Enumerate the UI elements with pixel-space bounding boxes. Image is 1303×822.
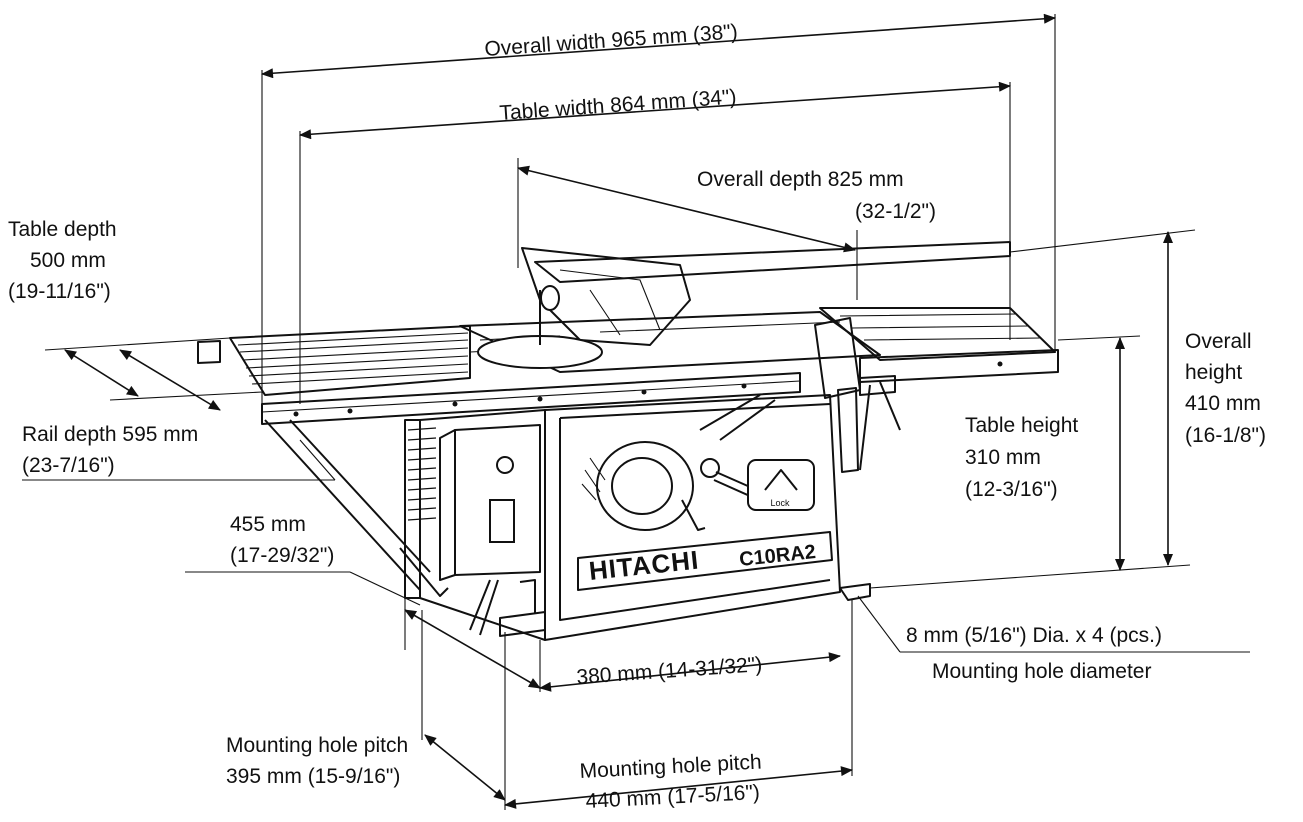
brand-plate: HITACHI C10RA2: [577, 531, 833, 591]
label-hole-diameter: 8 mm (5/16") Dia. x 4 (pcs.): [906, 624, 1162, 647]
label-380: 380 mm (14-31/32"): [576, 653, 763, 689]
label-overall-height-line2: height: [1185, 361, 1242, 384]
switch-box: [439, 424, 541, 636]
mounting-feet: [499, 579, 871, 637]
label-overall-height-line4: (16-1/8"): [1185, 424, 1266, 447]
blade-height-handwheel: [581, 441, 706, 531]
label-overall-height-line1: Overall: [1185, 330, 1252, 353]
lock-sign: Lock: [747, 459, 815, 511]
label-hole-diameter-caption: Mounting hole diameter: [932, 660, 1151, 683]
label-overall-depth-line2: (32-1/2"): [855, 200, 936, 223]
lock-label: Lock: [770, 498, 790, 508]
label-455-line2: (17-29/32"): [230, 544, 334, 567]
label-overall-depth-line1: Overall depth 825 mm: [697, 168, 904, 191]
label-pitch-440-line1: Mounting hole pitch: [579, 750, 762, 783]
label-pitch-395-line1: Mounting hole pitch: [226, 734, 408, 757]
table-saw-illustration: Lock HITACHI C10RA2: [197, 241, 1059, 641]
dimension-lines: [22, 13, 1250, 810]
model-name: C10RA2: [738, 541, 817, 571]
label-table-height-line3: (12-3/16"): [965, 478, 1058, 501]
label-overall-width: Overall width 965 mm (38"): [484, 20, 739, 61]
label-overall-height-line3: 410 mm: [1185, 392, 1261, 415]
left-extension-wing: [197, 325, 471, 597]
miter-gauge: [477, 285, 603, 369]
label-table-height-line1: Table height: [965, 414, 1078, 437]
label-table-height-line2: 310 mm: [965, 446, 1041, 469]
brand-logo: HITACHI: [587, 545, 700, 586]
label-rail-depth-line2: (23-7/16"): [22, 454, 115, 477]
label-455-line1: 455 mm: [230, 513, 306, 536]
label-pitch-440-line2: 440 mm (17-5/16"): [585, 781, 760, 813]
cabinet-body: [404, 394, 841, 641]
label-table-depth-line2: 500 mm: [30, 249, 106, 272]
label-table-width: Table width 864 mm (34"): [499, 85, 737, 125]
label-table-depth-line3: (19-11/16"): [8, 280, 111, 303]
label-table-depth-line1: Table depth: [8, 218, 117, 241]
dimension-labels: Overall width 965 mm (38") Table width 8…: [8, 20, 1266, 813]
front-rail: [261, 372, 801, 425]
vent-grille: [407, 427, 437, 521]
label-rail-depth-line1: Rail depth 595 mm: [22, 423, 198, 446]
label-pitch-395-line2: 395 mm (15-9/16"): [226, 765, 400, 788]
